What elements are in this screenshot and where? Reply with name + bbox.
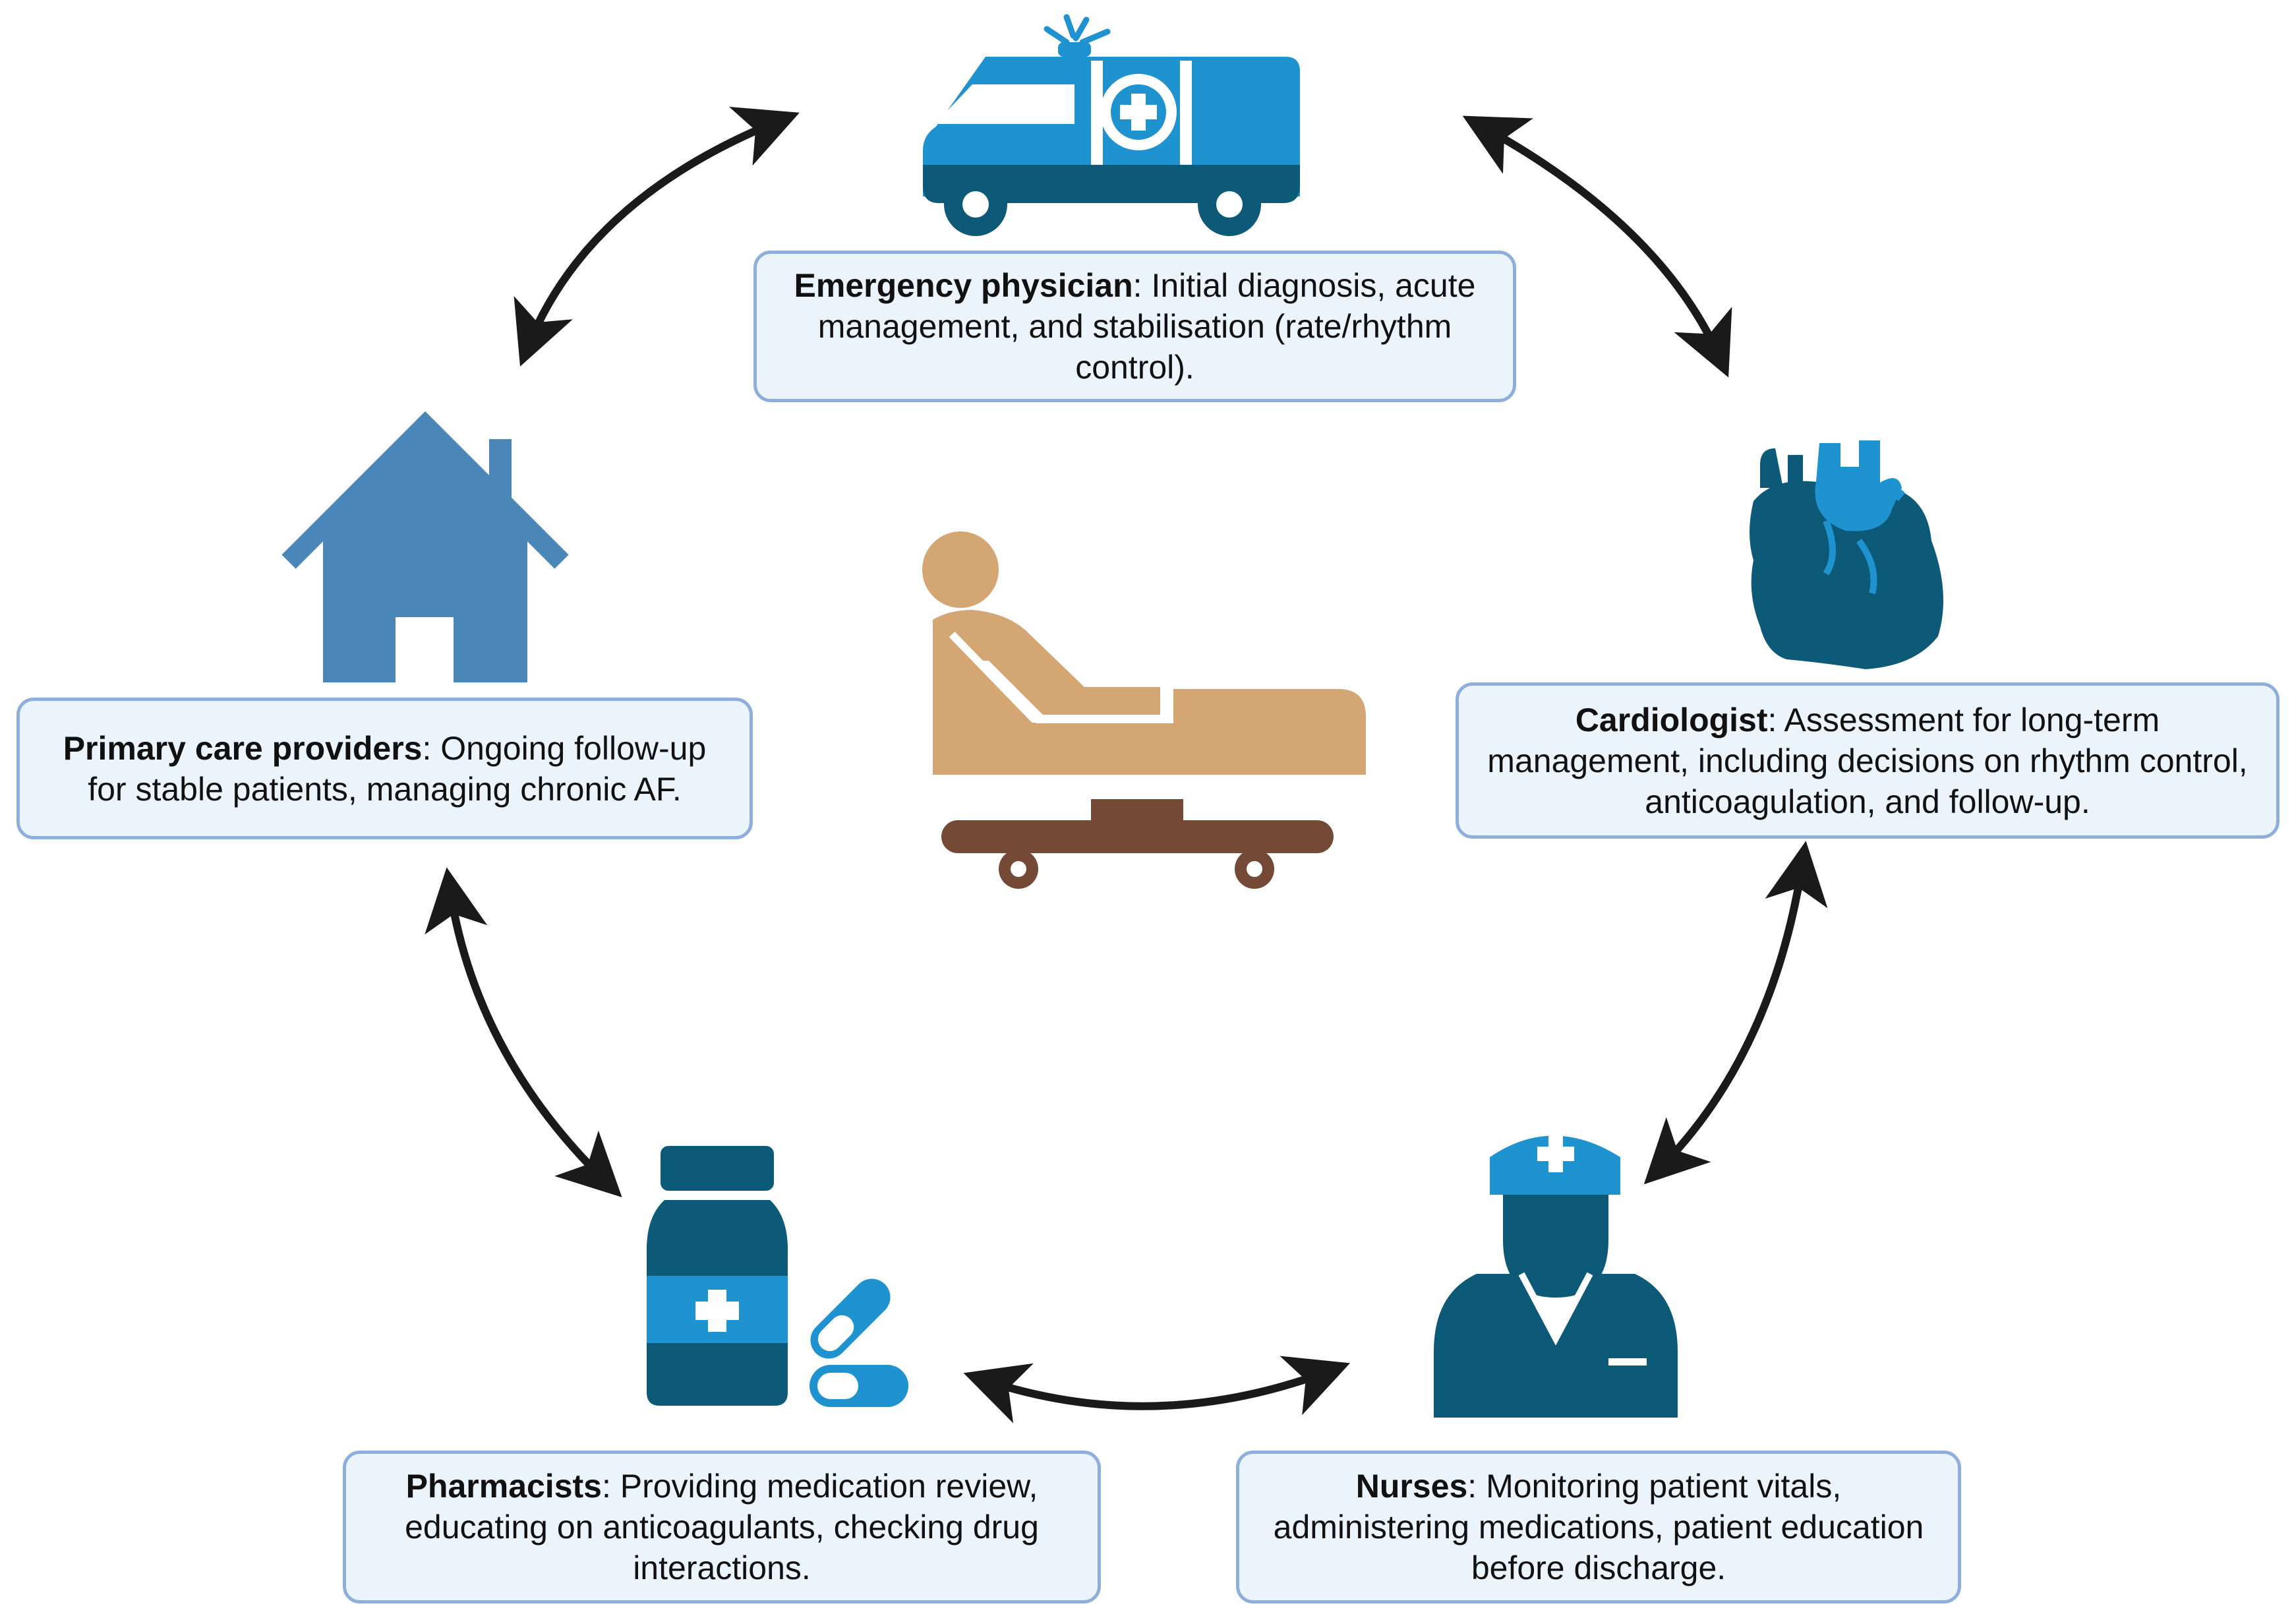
arrow-emergency-cardiologist xyxy=(1462,115,1732,378)
pharmacists-box: Pharmacists: Providing medication review… xyxy=(343,1451,1101,1604)
medicine-bottle-icon xyxy=(647,1146,788,1406)
nurses-title: Nurses xyxy=(1355,1468,1468,1505)
nurses-desc: : Monitoring patient vitals, administeri… xyxy=(1273,1468,1924,1586)
primary-care-title: Primary care providers xyxy=(63,729,423,767)
patient-in-bed-icon xyxy=(922,531,1366,889)
arrow-emergency-primary xyxy=(514,106,800,367)
nurse-icon xyxy=(1434,1135,1678,1418)
nurses-box: Nurses: Monitoring patient vitals, admin… xyxy=(1236,1451,1961,1604)
cardiologist-desc: : Assessment for long-term management, i… xyxy=(1487,701,2248,820)
arrow-pharmacists-primary xyxy=(425,867,622,1197)
arrows xyxy=(425,106,1828,1424)
primary-care-desc: : Ongoing follow-up for stable patients,… xyxy=(88,729,707,808)
arrow-nurses-pharmacists xyxy=(963,1356,1351,1424)
arrow-cardiologist-nurses xyxy=(1643,841,1828,1185)
ambulance-icon xyxy=(923,14,1300,236)
capsule-icon xyxy=(809,1278,908,1407)
pharmacists-desc: : Providing medication review, educating… xyxy=(405,1468,1039,1586)
cardiologist-title: Cardiologist xyxy=(1575,701,1768,738)
primary-care-box: Primary care providers: Ongoing follow-u… xyxy=(16,698,753,839)
cardiologist-box: Cardiologist: Assessment for long-term m… xyxy=(1456,682,2280,839)
pharmacists-title: Pharmacists xyxy=(405,1468,602,1505)
emergency-physician-box: Emergency physician: Initial diagnosis, … xyxy=(753,251,1516,402)
emergency-physician-desc: : Initial diagnosis, acute management, a… xyxy=(817,267,1476,386)
emergency-physician-title: Emergency physician xyxy=(794,267,1133,304)
heart-icon xyxy=(1750,440,1943,669)
house-icon xyxy=(281,411,569,682)
